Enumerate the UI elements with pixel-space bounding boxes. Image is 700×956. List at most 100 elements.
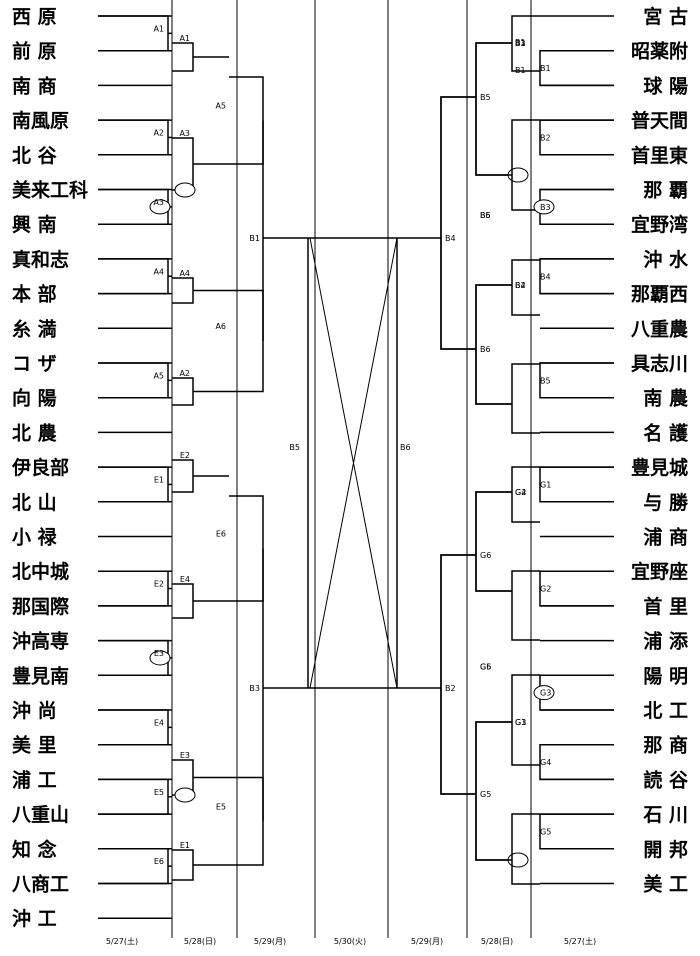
team-name-left: 知 念	[12, 838, 57, 861]
match-code: G6	[480, 551, 491, 560]
team-name-left: 西 原	[12, 6, 57, 28]
match-bracket-right	[539, 49, 614, 87]
match-code: G1	[540, 480, 551, 489]
match-code: A2	[179, 369, 190, 378]
team-name-left: 南風原	[12, 110, 69, 132]
team-name-left: 小 禄	[12, 526, 58, 549]
match-code: E4	[180, 575, 190, 584]
team-name-right: 那 商	[643, 734, 688, 757]
match-bracket-right	[511, 813, 540, 885]
match-code: E1	[180, 841, 190, 850]
match-code: A4	[179, 269, 190, 278]
match-code: B4	[445, 234, 456, 243]
team-name-right: 名 護	[643, 421, 689, 444]
match-bracket-left	[172, 849, 194, 881]
match-code: B5	[540, 376, 551, 385]
match-bracket-right	[475, 491, 512, 592]
match-bracket-left	[172, 277, 194, 304]
round-date: 5/27(土)	[564, 936, 596, 946]
match-code: E6	[216, 530, 226, 539]
match-code: B1	[515, 39, 526, 48]
team-name-left: 興 南	[12, 214, 57, 236]
team-name-right: 宜野湾	[631, 213, 688, 236]
team-name-right: 浦 商	[643, 526, 688, 549]
team-name-right: 昭薬附	[631, 40, 688, 63]
match-code: B2	[445, 684, 456, 693]
match-code: B6	[480, 211, 491, 220]
match-code: E6	[154, 857, 164, 866]
match-code: E5	[216, 802, 226, 811]
seed-circle	[533, 685, 555, 701]
round-date: 5/28(日)	[184, 937, 216, 946]
match-code: G2	[515, 488, 526, 497]
team-name-left: 南 商	[12, 74, 57, 97]
match-code: G5	[480, 663, 491, 672]
match-code: B1	[249, 234, 260, 243]
match-code: E1	[154, 475, 164, 484]
match-code: G2	[540, 585, 551, 594]
match-code: A5	[215, 102, 226, 111]
seed-circle	[174, 182, 196, 198]
match-code: B6	[480, 345, 491, 354]
team-name-left: 八重山	[12, 804, 69, 826]
match-bracket-left	[172, 583, 194, 619]
match-bracket-left	[229, 776, 264, 866]
team-name-left: 糸 満	[12, 317, 57, 340]
team-name-left: 本 部	[12, 283, 57, 306]
round-date: 5/27(土)	[106, 936, 138, 946]
team-name-left: 伊良部	[11, 456, 69, 479]
team-name-left: 北 谷	[12, 145, 58, 167]
match-code: A5	[153, 371, 164, 380]
team-name-right: 首里東	[631, 144, 688, 167]
match-code: B1	[515, 66, 526, 75]
team-name-left: 沖 尚	[12, 699, 57, 722]
match-bracket-right	[511, 363, 540, 434]
team-name-right: 沖 水	[643, 248, 689, 271]
match-bracket-right	[440, 96, 476, 350]
match-code: E3	[154, 649, 164, 658]
round-date: 5/28(日)	[481, 937, 513, 946]
match-code: B2	[515, 281, 526, 290]
team-name-left: 豊見南	[12, 664, 69, 687]
team-name-left: 沖 工	[12, 907, 57, 930]
match-bracket-left	[229, 495, 264, 602]
match-code: B3	[540, 203, 551, 212]
team-name-right: 陽 明	[643, 665, 688, 687]
team-name-right: 普天間	[631, 109, 688, 132]
seed-circle	[174, 787, 196, 803]
match-bracket-right	[539, 119, 614, 156]
team-name-right: 浦 添	[643, 630, 689, 653]
match-bracket-right	[511, 15, 540, 72]
match-bracket-left	[172, 459, 194, 493]
match-code: A3	[179, 129, 190, 138]
team-name-left: 沖高専	[12, 630, 69, 653]
match-code: G6	[480, 663, 491, 672]
match-code: A6	[215, 322, 226, 331]
team-name-right: 球 陽	[643, 74, 688, 97]
match-bracket-right	[511, 259, 540, 316]
match-code: G4	[515, 488, 526, 497]
team-name-right: 宜野座	[631, 560, 688, 583]
team-name-right: 那覇西	[631, 284, 688, 306]
match-code: A1	[179, 34, 190, 43]
match-bracket-right	[440, 554, 476, 795]
match-code: B3	[249, 684, 260, 693]
match-code: A1	[153, 24, 164, 33]
team-name-left: 那国際	[12, 595, 70, 618]
match-bracket-right	[539, 466, 614, 503]
team-name-right: 与 勝	[643, 491, 689, 514]
match-code: G3	[515, 718, 526, 727]
match-bracket-left	[98, 258, 169, 295]
team-name-right: 北 工	[643, 700, 688, 722]
team-name-right: 八重農	[631, 318, 688, 340]
team-name-left: 八商工	[12, 873, 69, 896]
team-name-right: 豊見城	[631, 456, 688, 479]
team-name-left: 北中城	[12, 560, 69, 583]
team-name-right: 美 工	[643, 873, 688, 896]
match-bracket-right	[539, 258, 614, 295]
match-bracket-right	[440, 554, 476, 795]
match-code: G4	[540, 758, 551, 767]
match-bracket-right	[539, 743, 614, 781]
match-code: G5	[540, 827, 551, 836]
match-code: G5	[480, 790, 491, 799]
